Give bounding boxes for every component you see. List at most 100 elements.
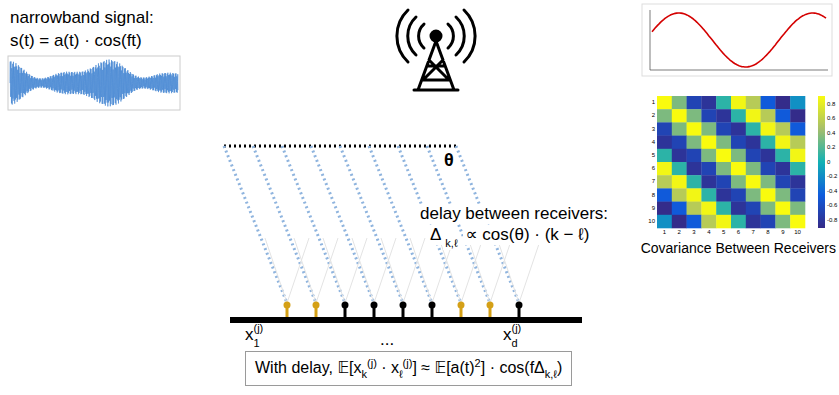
heatmap-cell [657, 202, 672, 216]
signal-ray [369, 146, 432, 303]
antenna-head [284, 302, 291, 309]
heatmap-cell [790, 162, 805, 176]
heatmap-cell [775, 96, 790, 110]
heatmap-cell [761, 96, 776, 110]
tower-icon [397, 10, 475, 90]
tick-label: 0.6 [827, 115, 835, 122]
heatmap-cell [701, 122, 716, 135]
heatmap-cell [790, 149, 805, 163]
heatmap-cell [672, 96, 687, 110]
heatmap-cell [687, 96, 702, 110]
heatmap-cell [775, 188, 790, 202]
antenna-head [429, 302, 436, 309]
heatmap-cell [716, 149, 731, 163]
heatmap-cell [687, 149, 702, 163]
tick-label: 5 [652, 152, 655, 159]
tick-label: 9 [652, 205, 655, 212]
signal-ray [253, 146, 316, 303]
heatmap-cell [775, 109, 790, 123]
drawing-part [456, 17, 464, 55]
heatmap-cell [657, 215, 672, 229]
heatmap-cell [790, 215, 805, 229]
heatmap-cell [775, 149, 790, 163]
heatmap-cell [731, 162, 746, 176]
heatmap-cell [657, 122, 672, 135]
antenna-head [342, 302, 349, 309]
tick-label: 8 [766, 229, 769, 236]
heatmap-cell [746, 149, 761, 163]
heatmap-cell [761, 122, 776, 135]
heatmap-cell [701, 188, 716, 202]
label-text: delay between receivers: [418, 204, 610, 224]
heatmap-cell [657, 162, 672, 176]
label-text: x [245, 325, 254, 345]
drawing-part [419, 24, 424, 48]
formula-text: k [362, 368, 368, 380]
heatmap-cell [790, 109, 805, 123]
antenna-beam [265, 238, 309, 303]
heatmap-cell [701, 109, 716, 123]
antenna-head [313, 302, 320, 309]
heatmap-cell [761, 162, 776, 176]
signal-ray [311, 146, 374, 303]
tick-label: -0.6 [827, 202, 837, 209]
label-text: x [503, 325, 512, 345]
tick-label: 2 [652, 112, 655, 119]
drawing-part [414, 41, 458, 90]
heatmap-cell [701, 202, 716, 216]
heatmap-cell [731, 122, 746, 135]
formula-text: 𝔼[x [337, 359, 361, 376]
heatmap-cell [687, 215, 702, 229]
formula-text: k,ℓ [545, 368, 557, 380]
heatmap-cell [716, 202, 731, 216]
heatmap-cell [775, 215, 790, 229]
heatmap-cell [746, 136, 761, 150]
array-bar [230, 317, 582, 323]
signal-ray [224, 146, 287, 303]
tick-label: 10 [648, 218, 655, 225]
heatmap-cell [716, 215, 731, 229]
tick-label: 0.2 [827, 144, 835, 151]
heatmap-cell [775, 175, 790, 189]
label-text: s(t) = a(t) · cos(ft) [10, 31, 142, 51]
heatmap-cell [672, 215, 687, 229]
drawing-part [464, 10, 475, 62]
label-text: d [512, 337, 518, 350]
heatmap-cell [731, 149, 746, 163]
antenna-head [458, 302, 465, 309]
heatmap-cell [775, 202, 790, 216]
heatmap-cell [790, 202, 805, 216]
label-text: k,ℓ [443, 237, 459, 250]
formula-text: (j) [403, 357, 413, 369]
antenna-beam [497, 238, 541, 303]
antenna-beam [352, 238, 396, 303]
heatmap-cell [761, 202, 776, 216]
antenna-head [487, 302, 494, 309]
heatmap-cell [761, 188, 776, 202]
heatmap-cell [657, 136, 672, 150]
formula-text: 2 [475, 357, 481, 369]
label-text: narrowband signal: [10, 8, 154, 28]
heatmap-cell [790, 96, 805, 110]
tick-label: 3 [652, 126, 655, 133]
heatmap-cell [761, 149, 776, 163]
signal-ray [398, 146, 461, 303]
heatmap-cell [790, 136, 805, 150]
heatmap-cell [701, 136, 716, 150]
signal-ray [340, 146, 403, 303]
heatmap-cell [746, 175, 761, 189]
label-text: Covariance Between Receivers [641, 240, 836, 256]
antenna-beam [294, 238, 338, 303]
heatmap-cell [701, 162, 716, 176]
tick-label: -0.4 [827, 188, 837, 195]
heatmap-cell [687, 162, 702, 176]
tick-label: 4 [707, 229, 710, 236]
drawing-part [448, 24, 453, 48]
waveform [10, 60, 178, 107]
formula-text: ] ≈ 𝔼[a(t) [412, 359, 474, 376]
antenna-head [516, 302, 523, 309]
tick-label: 6 [652, 165, 655, 172]
formula-text: · x [377, 359, 399, 376]
heatmap-cell [672, 122, 687, 135]
